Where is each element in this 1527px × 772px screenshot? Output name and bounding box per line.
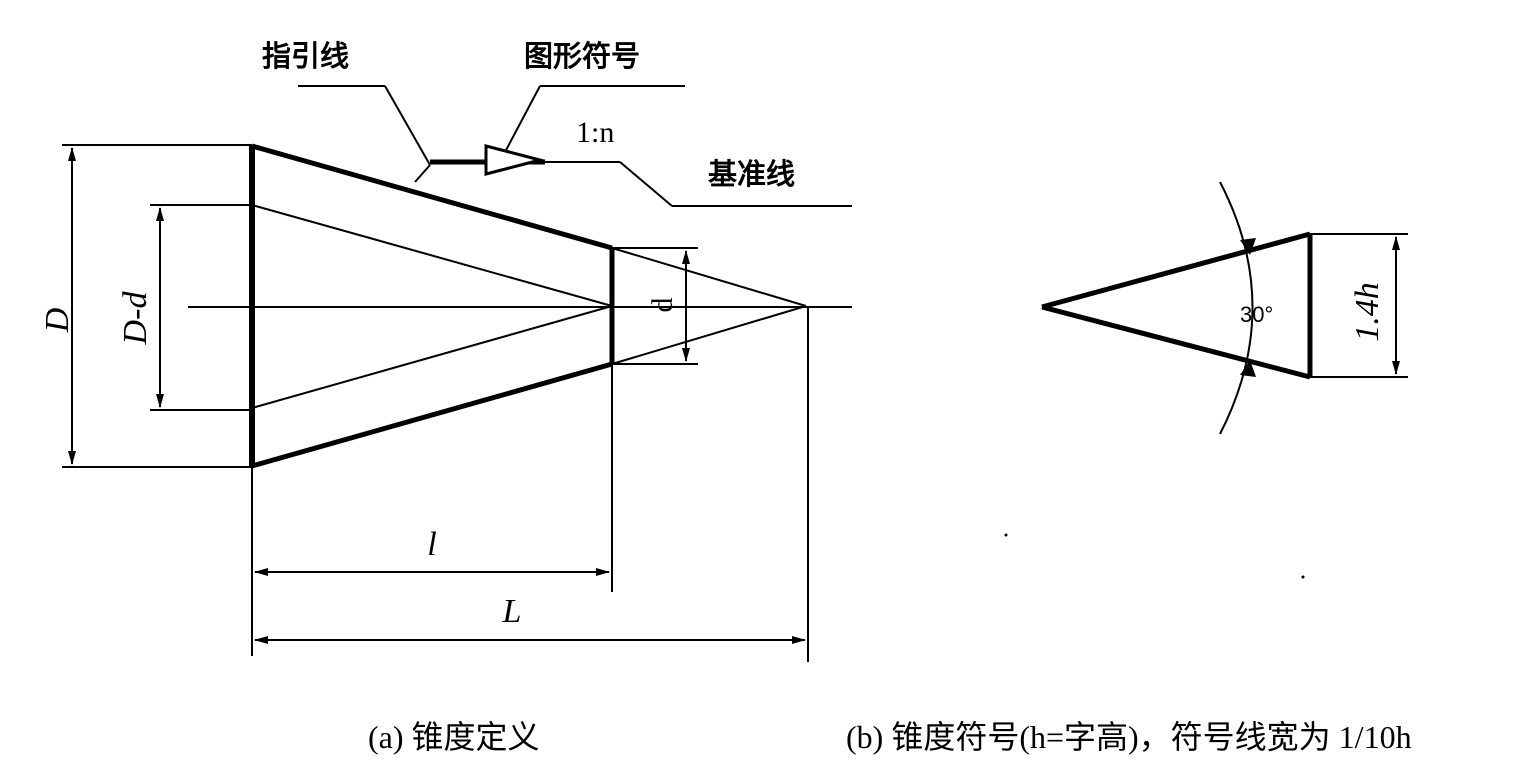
leader-line-label: 指引线	[262, 39, 349, 73]
graphic-symbol-label: 图形符号	[524, 39, 640, 73]
angle-arrow-bottom	[1240, 360, 1256, 377]
angle-arc	[1219, 181, 1254, 435]
dim-L-label: L	[502, 593, 522, 630]
stray-dot	[1004, 533, 1008, 537]
aux-line-lower	[251, 305, 613, 409]
height-label: 1.4h	[1349, 282, 1386, 342]
cone-top-edge	[251, 143, 613, 251]
symbol-top-edge	[1041, 231, 1311, 310]
datum-line-label: 基准线	[708, 157, 795, 191]
cone-bottom-edge	[251, 361, 613, 469]
taper-definition-figure: D D-d d l L 指引线 图形符号 1:n	[39, 39, 852, 662]
datum-ref-bend	[619, 161, 673, 207]
leader-line-stub	[414, 164, 431, 183]
taper-symbol-icon	[484, 144, 546, 176]
apex-line-top	[611, 247, 807, 307]
angle-arrow-top	[1240, 238, 1256, 255]
graphic-symbol-pointer	[504, 85, 541, 153]
apex-line-bottom	[611, 305, 807, 365]
stray-dot	[1301, 575, 1305, 579]
dim-l-label: l	[427, 526, 436, 563]
dim-d-label: d	[646, 298, 679, 313]
aux-line-upper	[251, 204, 613, 307]
caption-b: (b) 锥度符号(h=字高)，符号线宽为 1/10h	[846, 719, 1412, 755]
leader-line-to-label	[384, 85, 431, 166]
dim-Dd-label: D-d	[117, 291, 154, 346]
dim-D-label: D	[39, 307, 76, 333]
symbol-bottom-edge	[1041, 304, 1311, 380]
angle-label: 30°	[1240, 302, 1273, 327]
taper-symbol-figure: 30° 1.4h	[1004, 181, 1408, 579]
caption-a: (a) 锥度定义	[368, 719, 540, 755]
ratio-label: 1:n	[576, 116, 614, 149]
